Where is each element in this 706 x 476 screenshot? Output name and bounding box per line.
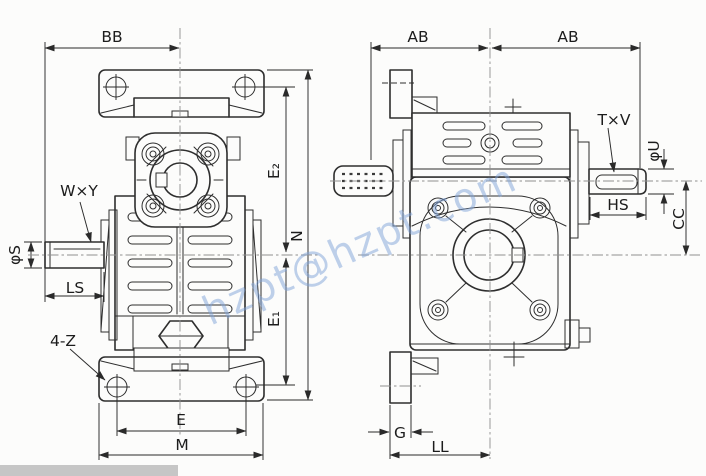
- label-wxy: W×Y: [60, 182, 98, 200]
- label-bb: BB: [101, 28, 122, 46]
- output-shaft: [588, 168, 647, 195]
- label-hs: HS: [607, 196, 629, 214]
- worm-housing-finned: [411, 112, 571, 178]
- label-phi-s: φS: [6, 245, 24, 265]
- bottom-mounting-bracket: [98, 347, 265, 402]
- side-block: [564, 319, 591, 349]
- output-shaft-keyway: [595, 174, 638, 190]
- label-ab-left: AB: [407, 28, 428, 46]
- cropped-artifact-band: [0, 465, 178, 476]
- label-ls: LS: [66, 279, 84, 297]
- dimension-labels: BB W×Y φS LS 4-Z E M E₂ N E₁ AB AB T×V φ…: [6, 28, 688, 456]
- front-view-dimensions: [24, 42, 313, 460]
- label-ab-right: AB: [557, 28, 578, 46]
- left-bearing-cap: [100, 209, 118, 341]
- top-foot-lug: [382, 69, 438, 119]
- label-ll: LL: [431, 438, 449, 456]
- side-view-dimensions: [368, 42, 690, 459]
- label-4z: 4-Z: [50, 332, 76, 350]
- front-view: [44, 69, 265, 402]
- bottom-foot-lug: [389, 351, 439, 404]
- leader-txv: [607, 127, 617, 173]
- label-e1: E₁: [265, 311, 283, 327]
- leader-4z: [69, 348, 106, 381]
- face-bolts: [427, 197, 551, 321]
- top-mounting-bracket: [98, 69, 265, 118]
- right-bearing-cap: [244, 209, 262, 341]
- bottom-bracket-bolt-holes: [104, 374, 259, 400]
- gearbox-body: [100, 195, 262, 352]
- label-e2: E₂: [265, 163, 283, 179]
- label-cc: CC: [670, 208, 688, 230]
- label-e: E: [176, 411, 186, 429]
- top-bracket-bolt-holes: [103, 74, 258, 100]
- leader-wxy: [79, 201, 92, 243]
- right-bearing-plates: [569, 129, 590, 239]
- breather-plug: [504, 98, 522, 114]
- label-n: N: [288, 230, 306, 242]
- output-flange: [125, 132, 241, 228]
- centerlines: [28, 28, 702, 459]
- label-g: G: [394, 424, 406, 442]
- label-phi-u: φU: [645, 140, 663, 162]
- label-m: M: [175, 436, 188, 454]
- side-cooling-fins: [411, 121, 571, 170]
- label-txv: T×V: [596, 111, 630, 129]
